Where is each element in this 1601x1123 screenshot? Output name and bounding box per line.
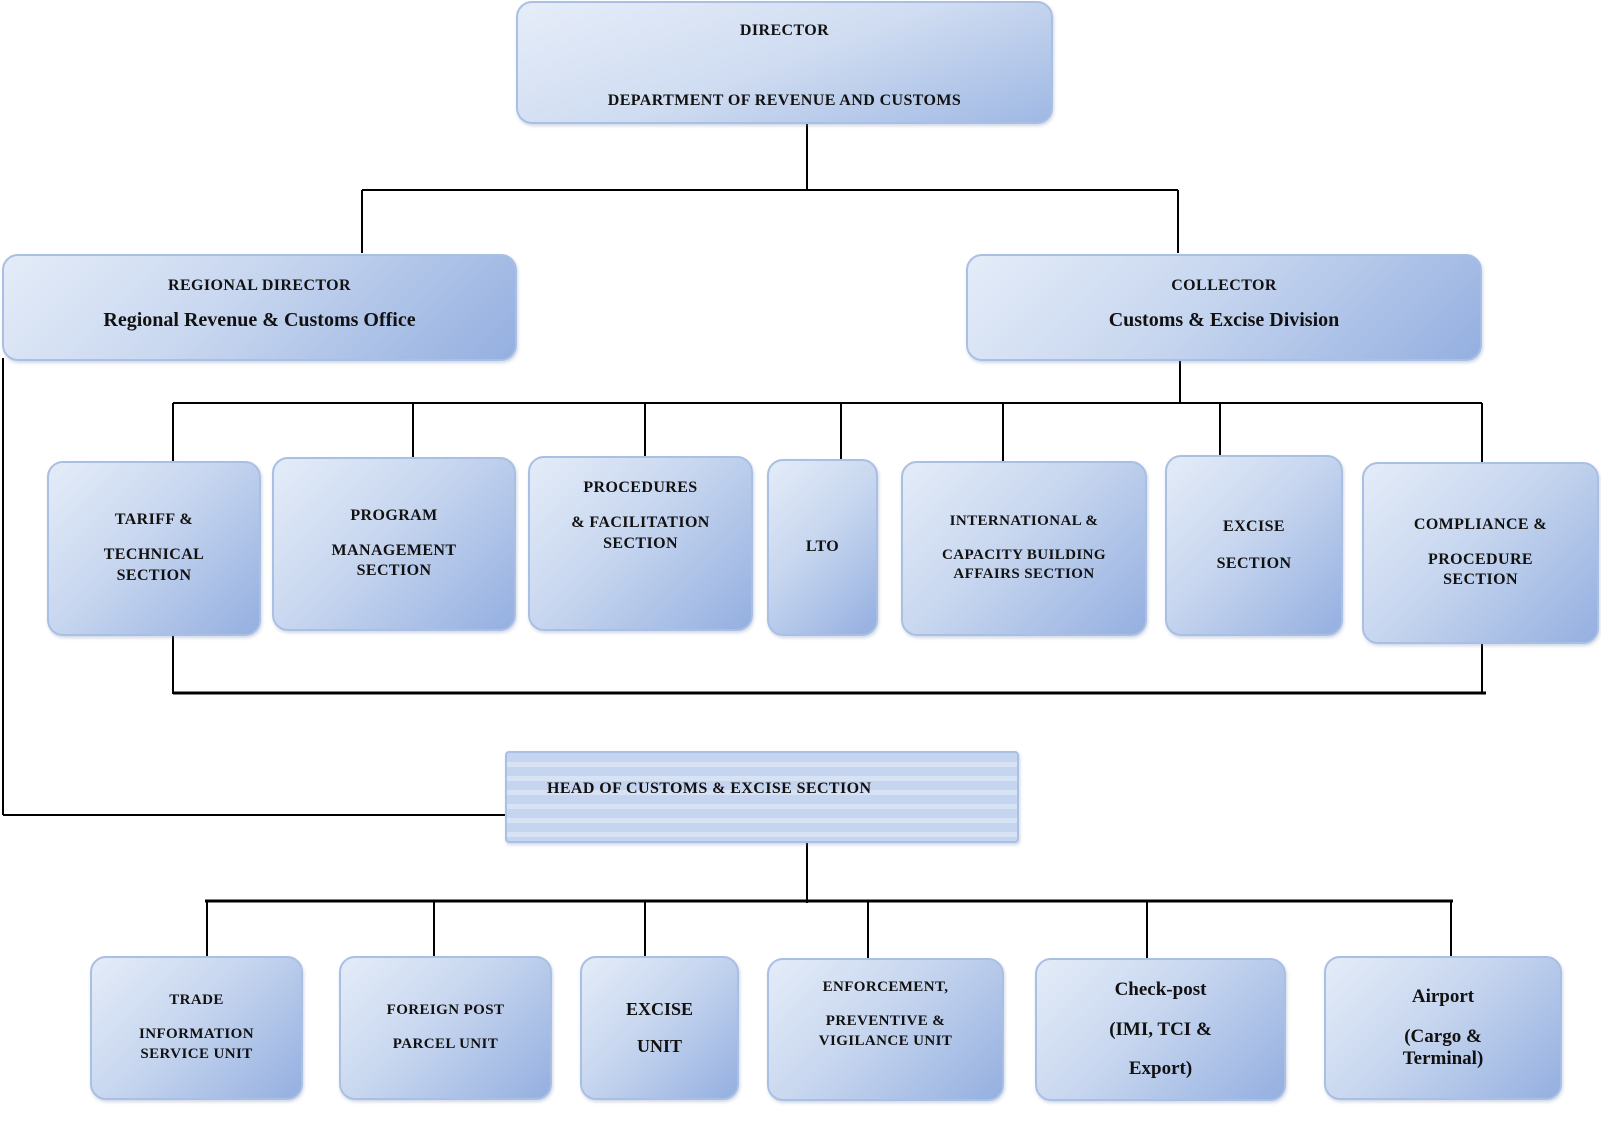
excise-unit-box: EXCISE UNIT xyxy=(580,956,739,1100)
airport-unit-box: Airport (Cargo & Terminal) xyxy=(1324,956,1562,1100)
collector-box: COLLECTOR Customs & Excise Division xyxy=(966,254,1482,361)
collector-title: COLLECTOR xyxy=(1171,276,1277,294)
head-of-customs-excise-box: HEAD OF CUSTOMS & EXCISE SECTION xyxy=(505,751,1019,843)
enforcement-preventive-vigilance-unit-box: ENFORCEMENT, PREVENTIVE & VIGILANCE UNIT xyxy=(767,958,1004,1101)
head-of-customs-excise-label: HEAD OF CUSTOMS & EXCISE SECTION xyxy=(547,779,872,797)
international-capacity-building-section-box: INTERNATIONAL & CAPACITY BUILDING AFFAIR… xyxy=(901,461,1147,636)
program-management-section-box: PROGRAM MANAGEMENT SECTION xyxy=(272,457,516,631)
tariff-technical-section-box: TARIFF & TECHNICAL SECTION xyxy=(47,461,261,636)
director-department: DEPARTMENT OF REVENUE AND CUSTOMS xyxy=(607,92,962,110)
trade-information-service-unit-box: TRADE INFORMATION SERVICE UNIT xyxy=(90,956,303,1100)
director-title: DIRECTOR xyxy=(739,22,830,39)
foreign-post-parcel-unit-box: FOREIGN POST PARCEL UNIT xyxy=(339,956,552,1100)
collector-division-name: Customs & Excise Division xyxy=(1108,309,1340,332)
procedures-facilitation-section-box: PROCEDURES & FACILITATION SECTION xyxy=(528,456,753,631)
check-post-unit-box: Check-post (IMI, TCI & Export) xyxy=(1035,958,1286,1101)
regional-office-name: Regional Revenue & Customs Office xyxy=(103,309,416,332)
compliance-procedure-section-box: COMPLIANCE & PROCEDURE SECTION xyxy=(1362,462,1599,644)
director-box: DIRECTOR DEPARTMENT OF REVENUE AND CUSTO… xyxy=(516,1,1053,124)
lto-section-box: LTO xyxy=(767,459,878,636)
regional-director-title: REGIONAL DIRECTOR xyxy=(168,276,351,294)
regional-director-box: REGIONAL DIRECTOR Regional Revenue & Cus… xyxy=(2,254,517,361)
excise-section-box: EXCISE SECTION xyxy=(1165,455,1343,636)
